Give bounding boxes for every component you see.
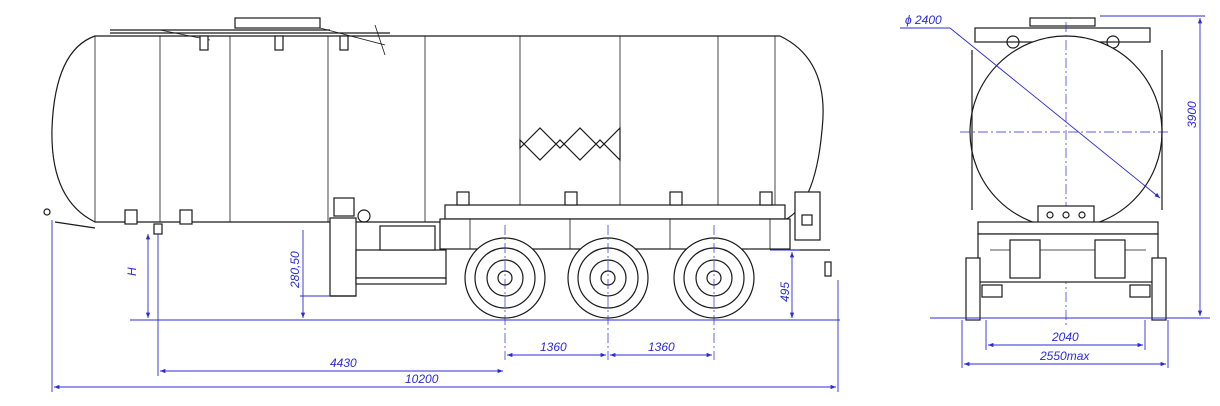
- rear-view-dimensions: ϕ 2400 3900 2040 2550max: [900, 13, 1205, 368]
- hazard-placard: [519, 126, 621, 162]
- dim-frame-height: 495: [778, 282, 792, 302]
- rear-wheel-left: [965, 257, 981, 321]
- dim-track-width: 2040: [1051, 330, 1079, 344]
- rear-wheel-right: [1151, 257, 1167, 321]
- top-walkway: [110, 17, 390, 56]
- front-bracket-right: [179, 209, 193, 225]
- dim-axle-spacing-2: 1360: [648, 340, 675, 354]
- dim-kingpin-axle: 4430: [330, 356, 357, 370]
- rear-cabinet: [790, 191, 832, 277]
- side-view: [43, 17, 832, 360]
- dim-fifth-wheel-height: 280,50: [288, 251, 302, 289]
- tank-shell: [51, 35, 824, 223]
- side-view-dimensions: 10200 4430 1360 1360 H 280,50 495: [51, 220, 839, 392]
- dim-overall-length: 10200: [405, 372, 439, 386]
- pump-box: [355, 225, 447, 285]
- dim-tank-diameter: ϕ 2400: [905, 13, 942, 27]
- dim-axle-spacing-1: 1360: [540, 340, 567, 354]
- dim-overall-width: 2550max: [1039, 349, 1090, 363]
- landing-gear: [329, 197, 371, 297]
- rear-view: [960, 17, 1170, 325]
- dim-coupling-height: H: [125, 267, 139, 276]
- dim-overall-height: 3900: [1185, 101, 1199, 128]
- kingpin: [153, 223, 163, 235]
- front-bracket-left: [124, 209, 138, 225]
